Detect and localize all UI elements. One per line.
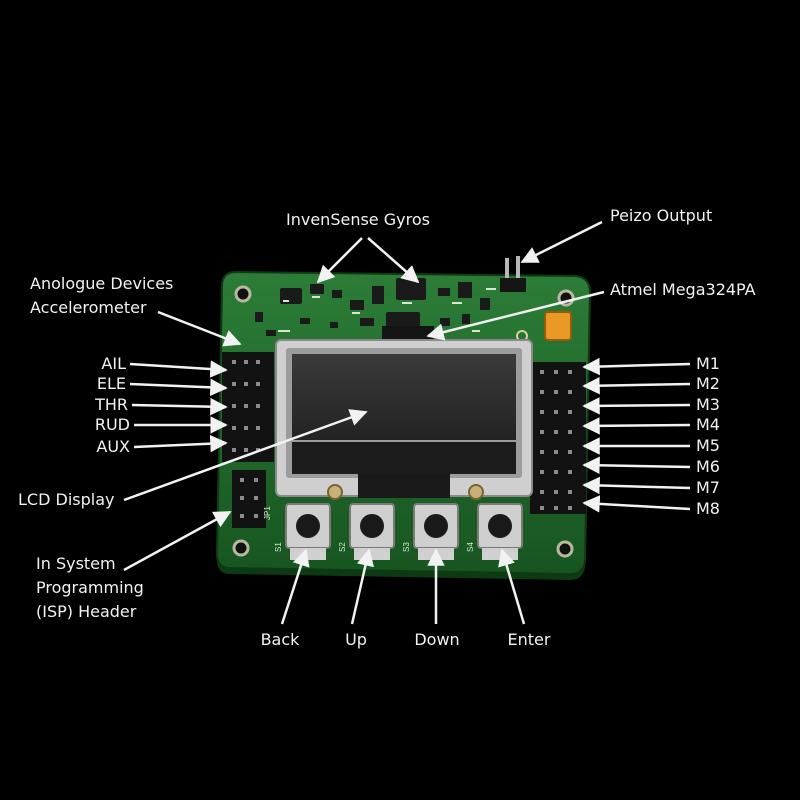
label-m4: M4 [696, 415, 720, 434]
arrow-isp [123, 510, 232, 572]
arrow-aux [133, 434, 228, 453]
label-ail: AIL [101, 354, 126, 373]
silk-s4: S4 [466, 542, 475, 552]
label-isp-header: In System Programming (ISP) Header [36, 554, 144, 621]
input-header [222, 352, 274, 462]
label-thr: THR [95, 395, 128, 414]
button-enter-switch [477, 503, 523, 560]
arrow-m7 [582, 476, 691, 495]
label-back: Back [260, 630, 300, 649]
arrow-ail [129, 360, 228, 378]
label-ele: ELE [96, 374, 126, 393]
label-m5: M5 [696, 436, 720, 455]
lcd-module [275, 339, 533, 500]
arrow-enter [498, 548, 526, 625]
arrow-ele [129, 378, 228, 397]
capacitor [544, 311, 572, 341]
label-enter: Enter [507, 630, 551, 649]
isp-silkscreen: JP1 [263, 506, 272, 520]
piezo-pins [500, 256, 526, 292]
label-down: Down [414, 630, 460, 649]
isp-header-block: JP1 [232, 470, 272, 528]
button-back-switch [285, 503, 331, 560]
label-m8: M8 [696, 499, 720, 518]
arrow-piezo [520, 220, 603, 264]
label-accelerometer: Anologue Devices Accelerometer [30, 274, 174, 317]
label-m3: M3 [696, 395, 720, 414]
label-up: Up [345, 630, 367, 649]
silkscreen-marks [278, 288, 496, 332]
silk-s2: S2 [338, 542, 347, 552]
arrow-accelerometer [157, 310, 242, 347]
label-invensense-gyros: InvenSense Gyros [286, 210, 430, 229]
arrow-m2 [582, 376, 691, 395]
label-lcd-display: LCD Display [18, 490, 115, 509]
arrow-atmel [426, 290, 605, 341]
output-header [530, 362, 586, 514]
pcb-edge [217, 554, 585, 580]
label-atmel: Atmel Mega324PA [610, 280, 756, 299]
arrow-thr [131, 397, 228, 416]
callout-arrows [123, 220, 691, 625]
arrow-up [350, 548, 375, 625]
arrow-m3 [582, 397, 691, 415]
label-aux: AUX [96, 437, 130, 456]
arrow-gyro-right [367, 237, 420, 284]
arrow-lcd [123, 409, 368, 502]
arrow-m1 [582, 357, 691, 376]
microcontroller-chip [382, 326, 434, 340]
label-peizo-output: Peizo Output [610, 206, 713, 225]
push-buttons: S1 S2 S3 S4 [274, 503, 523, 560]
smd-components [255, 278, 490, 336]
arrow-m4 [582, 417, 691, 435]
button-up-switch [349, 503, 395, 560]
silk-s3: S3 [402, 542, 411, 552]
arrow-m8 [582, 495, 691, 513]
label-m1: M1 [696, 354, 720, 373]
arrow-back [280, 548, 310, 625]
label-m2: M2 [696, 374, 720, 393]
label-m7: M7 [696, 478, 720, 497]
mounting-holes [232, 285, 575, 558]
arrow-m6 [582, 456, 691, 475]
button-down-switch [413, 503, 459, 560]
silk-s1: S1 [274, 542, 283, 552]
arrow-gyro-left [316, 237, 363, 284]
label-m6: M6 [696, 457, 720, 476]
label-rud: RUD [94, 415, 130, 434]
